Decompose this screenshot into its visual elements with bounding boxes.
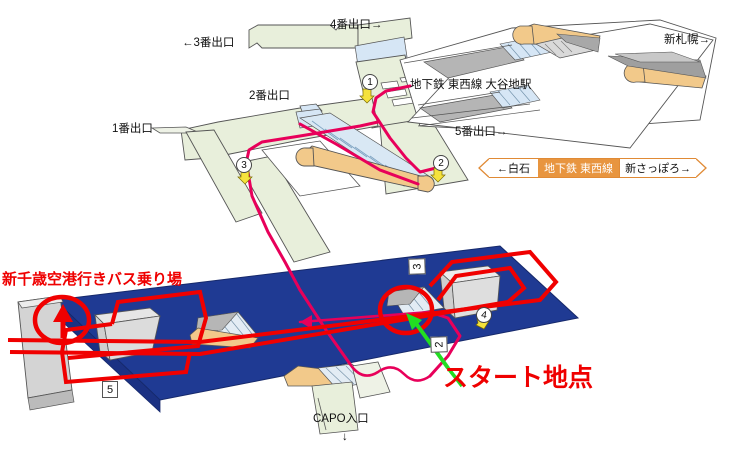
pink-route-deck — [348, 362, 432, 382]
red-arrow-bus-stop — [53, 304, 73, 338]
platform-edge-lines — [403, 44, 513, 106]
green-start-tail — [446, 366, 464, 388]
central-handrail-cap-right — [417, 175, 435, 193]
label-exit-5: 5番出口→ — [455, 126, 508, 138]
capo-lines — [317, 397, 327, 431]
pink-route-diag — [298, 288, 352, 366]
pink-route-center-arrow — [298, 310, 432, 324]
box-marker-5: 5 — [102, 381, 118, 398]
label-start-point: スタート地点 — [443, 364, 594, 392]
pink-route-down — [246, 170, 302, 292]
label-shin-sapporo: 新札幌→ — [664, 34, 710, 46]
subway-line-banner: ←白石 地下鉄 東西線 新さっぽろ→ — [478, 158, 708, 178]
stair-lines-b — [497, 86, 531, 106]
label-exit-4: 4番出口→ — [330, 19, 383, 31]
pink-route — [243, 84, 462, 382]
concourse-leg-left — [185, 129, 263, 223]
banner-direction-left: ←白石 — [489, 158, 538, 178]
label-station-name: 地下鉄 東西線 大谷地駅 — [410, 79, 532, 91]
stair-steps-b — [489, 84, 541, 109]
capo-corridor — [311, 381, 359, 435]
label-exit-3: ←3番出口 — [182, 37, 235, 49]
red-run-bottom — [60, 351, 192, 385]
escalator-wedge-a — [556, 33, 601, 53]
concourse-leg-down — [237, 155, 331, 263]
central-handrail-cap-left — [295, 147, 315, 167]
escalator-ramp-a-lines — [544, 40, 573, 56]
pink-route-stairs — [298, 122, 420, 186]
label-exit-2: 2番出口 — [249, 90, 290, 102]
stair-block-b — [419, 93, 513, 123]
red-run-upper-left — [67, 289, 209, 360]
label-bus-stop: 新千歳空港行きバス乗り場 — [2, 271, 183, 288]
escalator-wedge-b2 — [614, 51, 701, 63]
red-loop-inner — [9, 265, 527, 357]
red-circle-bus-stop — [32, 294, 92, 346]
escalator-tan-a-head — [512, 25, 535, 45]
box-marker-3: 3 — [408, 258, 426, 275]
mid-landing — [261, 140, 361, 197]
label-capo-entrance: CAPO入口 — [313, 413, 369, 425]
banner-line-name: 地下鉄 東西線 — [538, 158, 620, 178]
label-exit-1: 1番出口 — [112, 123, 153, 135]
banner-direction-right: 新さっぽろ→ — [619, 158, 697, 178]
banner-arrow-left-icon — [478, 158, 489, 178]
circle-marker-2: 2 — [433, 155, 449, 171]
escalator-tan-b-head — [623, 63, 646, 83]
yellow-marker-1 — [359, 88, 375, 104]
red-circle-start — [377, 284, 435, 336]
stair-block-a — [423, 45, 525, 79]
pink-route-arrowhead — [300, 315, 312, 329]
pink-route-upper — [371, 84, 438, 174]
right-gate-lines — [411, 103, 541, 127]
circle-marker-3: 3 — [236, 157, 252, 173]
bus-platform-left-edge — [27, 389, 75, 411]
pink-route-left — [243, 120, 380, 170]
banner-arrow-right-icon — [696, 158, 708, 178]
box-marker-2: 2 — [430, 336, 448, 353]
label-capo-arrow: ↓ — [342, 431, 348, 443]
circle-marker-1: 1 — [362, 74, 378, 90]
concourse-level — [150, 17, 717, 263]
